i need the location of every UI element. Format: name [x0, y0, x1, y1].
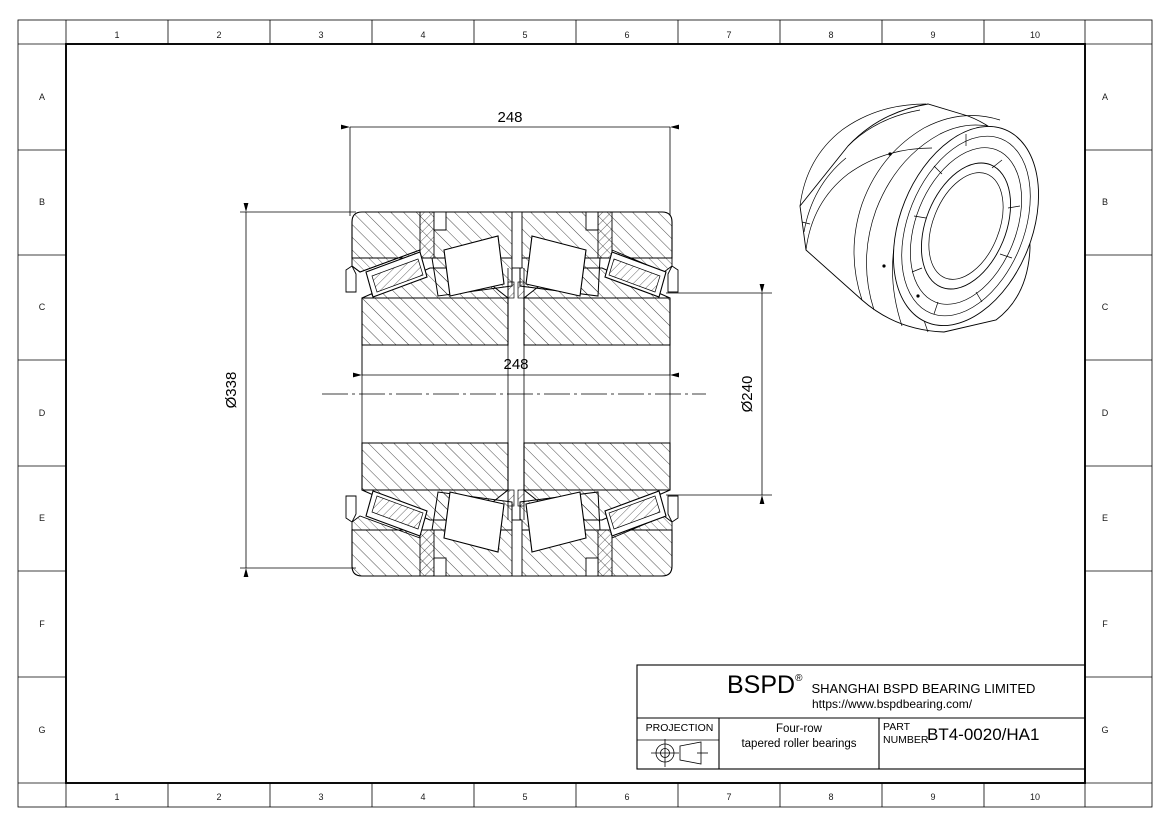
brand-lockup: BSPD ® SHANGHAI BSPD BEARING LIMITED: [727, 671, 1035, 700]
frame-labels-right: A B C D E F G: [1101, 92, 1108, 735]
part-label-line-2: NUMBER: [883, 734, 929, 746]
frame-row-ticks: [18, 149, 1152, 678]
projection-label: PROJECTION: [645, 722, 714, 734]
zone-col-bottom-4: 4: [420, 792, 425, 802]
zone-col-bottom-3: 3: [318, 792, 323, 802]
company-website: https://www.bspdbearing.com/: [812, 697, 973, 711]
outer-spacer-ribs-top: [419, 211, 613, 269]
frame-labels-left: A B C D E F G: [38, 92, 45, 735]
zone-col-top-10: 10: [1030, 30, 1040, 40]
part-label-line-1: PART: [883, 721, 911, 733]
cage-lips-top: [345, 229, 679, 293]
zone-col-bottom-7: 7: [726, 792, 731, 802]
zone-col-top-9: 9: [930, 30, 935, 40]
zone-row-left-d: D: [39, 408, 46, 418]
zone-row-right-e: E: [1102, 513, 1108, 523]
part-number-label: PART NUMBER: [883, 721, 929, 747]
frame-labels-top: 1 2 3 4 5 6 7 8 9 10: [114, 30, 1040, 40]
dimension-label-outer-diameter: Ø338: [223, 372, 240, 409]
brand-name: BSPD: [727, 671, 796, 699]
zone-col-bottom-5: 5: [522, 792, 527, 802]
zone-row-right-c: C: [1102, 302, 1109, 312]
zone-col-bottom-1: 1: [114, 792, 119, 802]
dimension-outer-diameter: Ø338: [223, 203, 356, 577]
zone-col-bottom-8: 8: [828, 792, 833, 802]
company-name: SHANGHAI BSPD BEARING LIMITED: [811, 681, 1036, 696]
dimension-label-bore-diameter: Ø240: [739, 376, 756, 413]
zone-col-top-5: 5: [522, 30, 527, 40]
zone-row-right-a: A: [1102, 92, 1108, 102]
zone-col-bottom-10: 10: [1030, 792, 1040, 802]
title-block: [636, 664, 1086, 770]
frame-column-ticks: [167, 20, 985, 807]
zone-col-top-1: 1: [114, 30, 119, 40]
zone-row-right-d: D: [1102, 408, 1109, 418]
bearing-section-bottom-half: [345, 394, 679, 577]
zone-col-top-8: 8: [828, 30, 833, 40]
zone-col-bottom-9: 9: [930, 792, 935, 802]
zone-row-left-b: B: [39, 197, 45, 207]
frame-labels-bottom: 1 2 3 4 5 6 7 8 9 10: [114, 792, 1040, 802]
outer-spacer-ribs-bottom: [419, 519, 613, 577]
product-description-line-2: tapered roller bearings: [741, 738, 857, 750]
bearing-cross-section-view: [322, 211, 706, 577]
dimension-bore-diameter: Ø240: [666, 284, 772, 504]
zone-col-bottom-6: 6: [624, 792, 629, 802]
zone-row-left-a: A: [39, 92, 45, 102]
zone-col-top-4: 4: [420, 30, 425, 40]
zone-col-bottom-2: 2: [216, 792, 221, 802]
tapered-rollers-bottom: [365, 490, 667, 553]
dimension-width-inner: 248: [353, 300, 679, 378]
zone-row-left-c: C: [39, 302, 46, 312]
zone-row-left-g: G: [38, 725, 45, 735]
dimension-width-outer: 248: [341, 109, 679, 216]
tapered-rollers-top: [365, 235, 667, 298]
zone-col-top-3: 3: [318, 30, 323, 40]
zone-row-right-b: B: [1102, 197, 1108, 207]
zone-row-right-g: G: [1101, 725, 1108, 735]
projection-symbol-icon: [651, 739, 708, 767]
product-description: Four-row tapered roller bearings: [721, 722, 877, 752]
zone-col-top-6: 6: [624, 30, 629, 40]
part-number-value: BT4-0020/HA1: [927, 725, 1040, 744]
registered-mark-icon: ®: [795, 673, 803, 684]
dimension-label-width-inner: 248: [503, 356, 528, 373]
product-description-line-1: Four-row: [775, 723, 822, 735]
zone-col-top-2: 2: [216, 30, 221, 40]
isometric-bearing-view: [799, 103, 1039, 333]
title-block-text-layer: BSPD ® SHANGHAI BSPD BEARING LIMITED htt…: [637, 665, 1085, 769]
dimension-label-width-outer: 248: [497, 109, 522, 126]
zone-row-right-f: F: [1102, 619, 1108, 629]
zone-row-left-e: E: [39, 513, 45, 523]
cage-lips-bottom: [345, 495, 679, 523]
zone-col-top-7: 7: [726, 30, 731, 40]
zone-row-left-f: F: [39, 619, 45, 629]
sheet-frame: [17, 19, 1153, 808]
